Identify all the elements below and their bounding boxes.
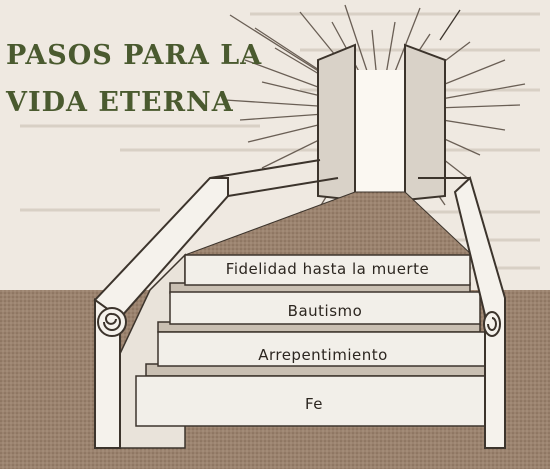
page-title: PASOS PARA LA VIDA ETERNA — [6, 32, 262, 126]
door-right-panel — [404, 43, 446, 202]
doorway — [317, 43, 446, 202]
step-label-fe: Fe — [304, 395, 324, 413]
light-ray-short — [439, 9, 461, 41]
left-handrail — [93, 159, 339, 449]
step-2 — [169, 291, 481, 325]
step-3 — [157, 331, 489, 367]
door-left-panel — [317, 43, 356, 202]
title-line-1: PASOS PARA LA — [6, 40, 263, 71]
step-1 — [184, 254, 471, 286]
step-label-arrepentimiento: Arrepentimiento — [258, 346, 388, 364]
step-4 — [135, 375, 493, 427]
upper-landing — [184, 191, 474, 256]
step-label-fidelidad: Fidelidad hasta la muerte — [225, 260, 430, 278]
title-line-2: VIDA ETERNA — [6, 87, 234, 118]
right-handrail — [418, 176, 506, 449]
stair-steps — [135, 254, 493, 427]
step-label-bautismo: Bautismo — [287, 302, 363, 320]
